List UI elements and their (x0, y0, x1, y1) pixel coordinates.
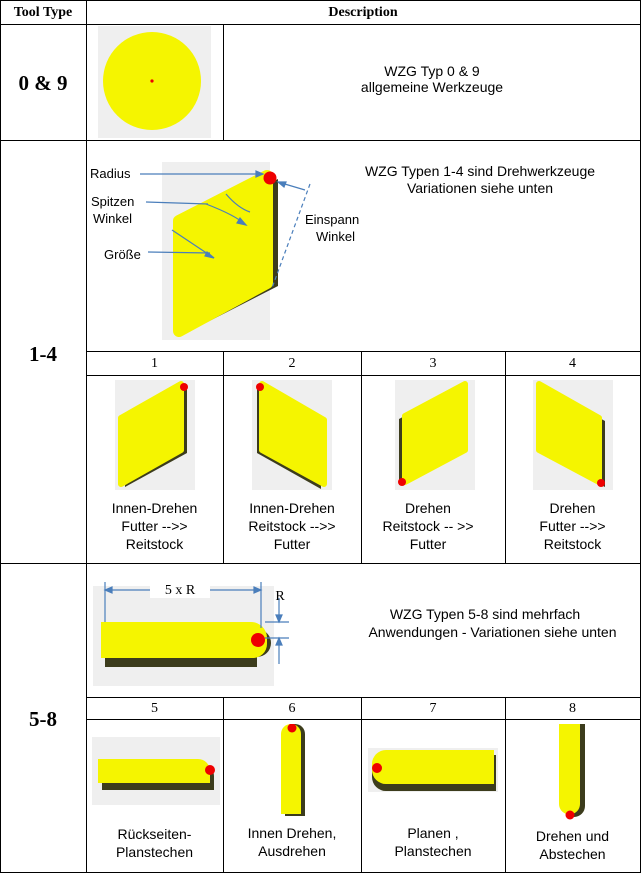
row-desc-1-4-line2: Variationen siehe unten (406, 180, 554, 196)
grid-line (361, 697, 362, 873)
annotation-radius: Radius (90, 166, 131, 181)
annotation-winkel: Winkel (93, 211, 133, 226)
grid-line (86, 0, 87, 873)
variant-caption-6-line2: Ausdrehen (258, 843, 326, 859)
row-desc-1-4-line1: WZG Typen 1-4 sind Drehwerkzeuge (364, 163, 596, 179)
variant-caption-4-line1: Drehen (549, 500, 596, 516)
variant-caption-2-line3: Futter (273, 536, 311, 552)
tool-image-variant-7 (368, 748, 498, 792)
variant-number-6: 6 (288, 701, 296, 716)
row-desc-5-8-line1: WZG Typen 5-8 sind mehrfach (389, 606, 581, 622)
tool-image-variant-6 (276, 724, 308, 818)
variant-number-7: 7 (429, 701, 437, 716)
grid-line (505, 351, 506, 563)
grid-line (223, 24, 224, 140)
tool-image-variant-2 (252, 380, 332, 490)
grid-line (86, 697, 641, 698)
tool-diagram-groove (93, 572, 293, 688)
variant-caption-6-line1: Innen Drehen, (247, 825, 337, 841)
variant-caption-3-line1: Drehen (405, 500, 451, 516)
grid-line (0, 0, 1, 873)
grid-line (0, 140, 641, 141)
grid-line (223, 697, 224, 873)
variant-caption-7-line1: Planen , (407, 825, 459, 841)
variant-caption-5-line2: Planstechen (115, 844, 194, 860)
annotation-groesse: Größe (104, 247, 141, 262)
annotation-einspann-winkel: Winkel (316, 229, 356, 244)
annotation-spitzen: Spitzen (91, 194, 135, 209)
grid-line (86, 351, 641, 352)
grid-line (505, 697, 506, 873)
grid-line (361, 351, 362, 563)
grid-line (0, 563, 641, 564)
row-desc-5-8-line2: Anwendungen - Variationen siehe unten (368, 624, 617, 640)
row-label-1-4: 1-4 (29, 342, 57, 366)
variant-caption-1-line3: Reitstock (125, 536, 184, 552)
tool-image-variant-1 (115, 380, 195, 490)
variant-number-8: 8 (569, 701, 576, 716)
annotation-r: R (275, 589, 285, 604)
row-label-0-9: 0 & 9 (18, 71, 68, 95)
variant-caption-2-line2: Reitstock -->> (248, 518, 336, 534)
variant-number-4: 4 (569, 356, 576, 371)
tool-image-round (98, 26, 211, 138)
grid-line (0, 0, 641, 1)
variant-number-3: 3 (429, 356, 437, 371)
header-tool-type: Tool Type (13, 5, 73, 20)
variant-number-1: 1 (151, 356, 158, 371)
tool-image-variant-5 (92, 737, 220, 805)
variant-caption-3-line3: Futter (409, 536, 447, 552)
variant-caption-5-line1: Rückseiten- (117, 826, 192, 842)
variant-caption-4-line3: Reitstock (543, 536, 602, 552)
tool-image-variant-3 (395, 380, 475, 490)
variant-caption-7-line2: Planstechen (394, 843, 472, 859)
annotation-length: 5 x R (150, 584, 210, 598)
tool-diagram-diamond (90, 150, 330, 345)
tool-image-variant-8 (556, 722, 586, 820)
variant-caption-8-line2: Abstechen (539, 846, 606, 862)
variant-caption-3-line2: Reitstock -- >> (382, 518, 474, 534)
grid-line (0, 24, 641, 25)
header-description: Description (328, 5, 398, 20)
variant-caption-4-line2: Futter -->> (539, 518, 606, 534)
variant-caption-1-line2: Futter -->> (121, 518, 188, 534)
tool-image-variant-4 (533, 380, 613, 490)
row-desc-0-9-line2: allgemeine Werkzeuge (360, 79, 504, 95)
grid-line (86, 719, 641, 720)
grid-line (86, 375, 641, 376)
variant-caption-1-line1: Innen-Drehen (111, 500, 198, 516)
grid-line (223, 351, 224, 563)
row-desc-0-9-line1: WZG Typ 0 & 9 (384, 63, 480, 79)
variant-caption-8-line1: Drehen und (535, 828, 610, 844)
variant-number-5: 5 (151, 701, 158, 716)
variant-number-2: 2 (288, 356, 296, 371)
annotation-einspann: Einspann (305, 212, 360, 227)
row-label-5-8: 5-8 (29, 707, 57, 731)
variant-caption-2-line1: Innen-Drehen (249, 500, 335, 516)
